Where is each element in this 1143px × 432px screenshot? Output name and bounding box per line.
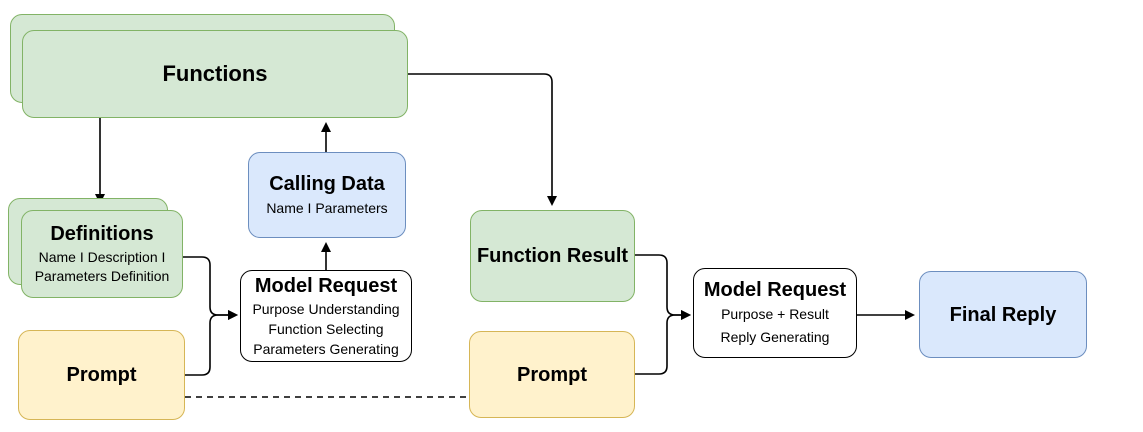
edge-functions-to-function-result — [408, 73, 557, 206]
node-functions: Functions — [22, 30, 408, 118]
node-final-reply-label: Final Reply — [949, 303, 1057, 326]
node-model-request-1-label: Model Request — [254, 274, 398, 297]
node-model-request-1-detail-line: Function Selecting — [268, 320, 384, 337]
edge-prompt-2-to-model-request-2 — [635, 310, 691, 375]
node-prompt-1-label: Prompt — [66, 364, 137, 386]
node-model-request-2-detail-line: Reply Generating — [720, 328, 830, 345]
node-prompt-1: Prompt — [18, 330, 185, 420]
edge-function-result-to-model-request-2 — [635, 254, 691, 320]
node-calling-data: Calling Data Name I Parameters — [248, 152, 406, 238]
node-definitions-detail-line: Parameters Definition — [34, 268, 170, 284]
edge-definitions-to-model-request-1 — [183, 256, 238, 320]
node-calling-data-detail-line: Name I Parameters — [266, 200, 388, 216]
node-final-reply: Final Reply — [919, 271, 1087, 358]
node-function-result: Function Result — [470, 210, 635, 302]
node-model-request-2: Model Request Purpose + Result Reply Gen… — [693, 268, 857, 358]
node-prompt-2-label: Prompt — [517, 363, 587, 386]
node-functions-label: Functions — [162, 60, 268, 86]
node-calling-data-label: Calling Data — [269, 173, 385, 195]
node-definitions: Definitions Name I Description I Paramet… — [21, 210, 183, 298]
edge-prompt-1-to-model-request-1 — [185, 310, 238, 376]
node-model-request-1-detail-line: Purpose Understanding — [252, 300, 400, 317]
node-model-request-2-label: Model Request — [703, 278, 847, 301]
node-definitions-detail-line: Name I Description I — [38, 249, 166, 265]
node-prompt-2: Prompt — [469, 331, 635, 418]
node-model-request-1-detail-line: Parameters Generating — [253, 340, 399, 357]
node-definitions-label: Definitions — [50, 223, 154, 245]
node-function-result-label: Function Result — [476, 245, 629, 267]
node-model-request-1: Model Request Purpose Understanding Func… — [240, 270, 412, 362]
node-model-request-2-detail-line: Purpose + Result — [721, 305, 829, 322]
